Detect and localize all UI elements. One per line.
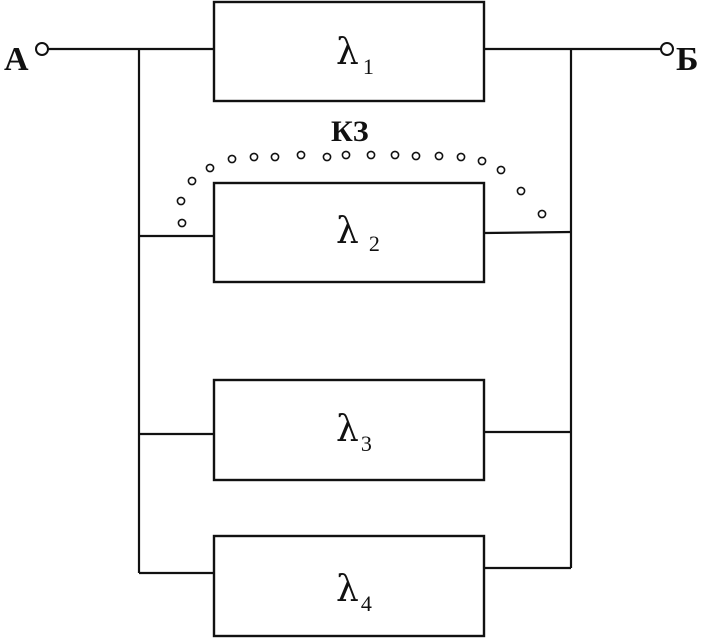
short-circuit-dot	[537, 209, 547, 219]
short-circuit-dot	[270, 152, 280, 162]
short-circuit-label: КЗ	[331, 115, 369, 148]
element-4-label: λ4	[336, 569, 372, 616]
short-circuit-dot	[390, 150, 400, 160]
short-circuit-dot	[322, 152, 332, 162]
terminal-b	[660, 42, 674, 56]
terminal-a-label: А	[4, 41, 29, 78]
short-circuit-dot	[516, 186, 526, 196]
short-circuit-dot	[205, 163, 215, 173]
wire-right-element-2	[483, 230, 572, 235]
element-1-box	[212, 0, 486, 103]
short-circuit-dot	[296, 150, 306, 160]
short-circuit-dot	[227, 154, 237, 164]
element-1-index: 1	[363, 54, 374, 79]
element-3-symbol: λ	[336, 409, 359, 450]
short-circuit-dot	[187, 176, 197, 186]
element-4-index: 4	[361, 591, 372, 616]
terminal-a	[35, 42, 49, 56]
short-circuit-dot	[249, 152, 259, 162]
short-circuit-dot	[176, 196, 186, 206]
short-circuit-dotted-path	[176, 150, 547, 228]
short-circuit-dot	[177, 218, 187, 228]
short-circuit-dot	[456, 152, 466, 162]
element-4-box	[212, 534, 486, 638]
short-circuit-dot	[496, 165, 506, 175]
short-circuit-dot	[411, 151, 421, 161]
element-1-symbol: λ	[336, 32, 359, 73]
terminal-b-label: Б	[676, 41, 698, 78]
element-3-index: 3	[361, 431, 372, 456]
element-3-label: λ3	[336, 409, 372, 456]
element-4-symbol: λ	[336, 569, 359, 610]
short-circuit-dot	[366, 150, 376, 160]
element-2-symbol: λ	[336, 211, 359, 252]
short-circuit-dot	[434, 151, 444, 161]
element-3-box	[212, 378, 486, 482]
short-circuit-dot	[477, 156, 487, 166]
short-circuit-dot	[341, 150, 351, 160]
element-2-index: 2	[369, 231, 380, 256]
element-2-box	[212, 181, 486, 284]
